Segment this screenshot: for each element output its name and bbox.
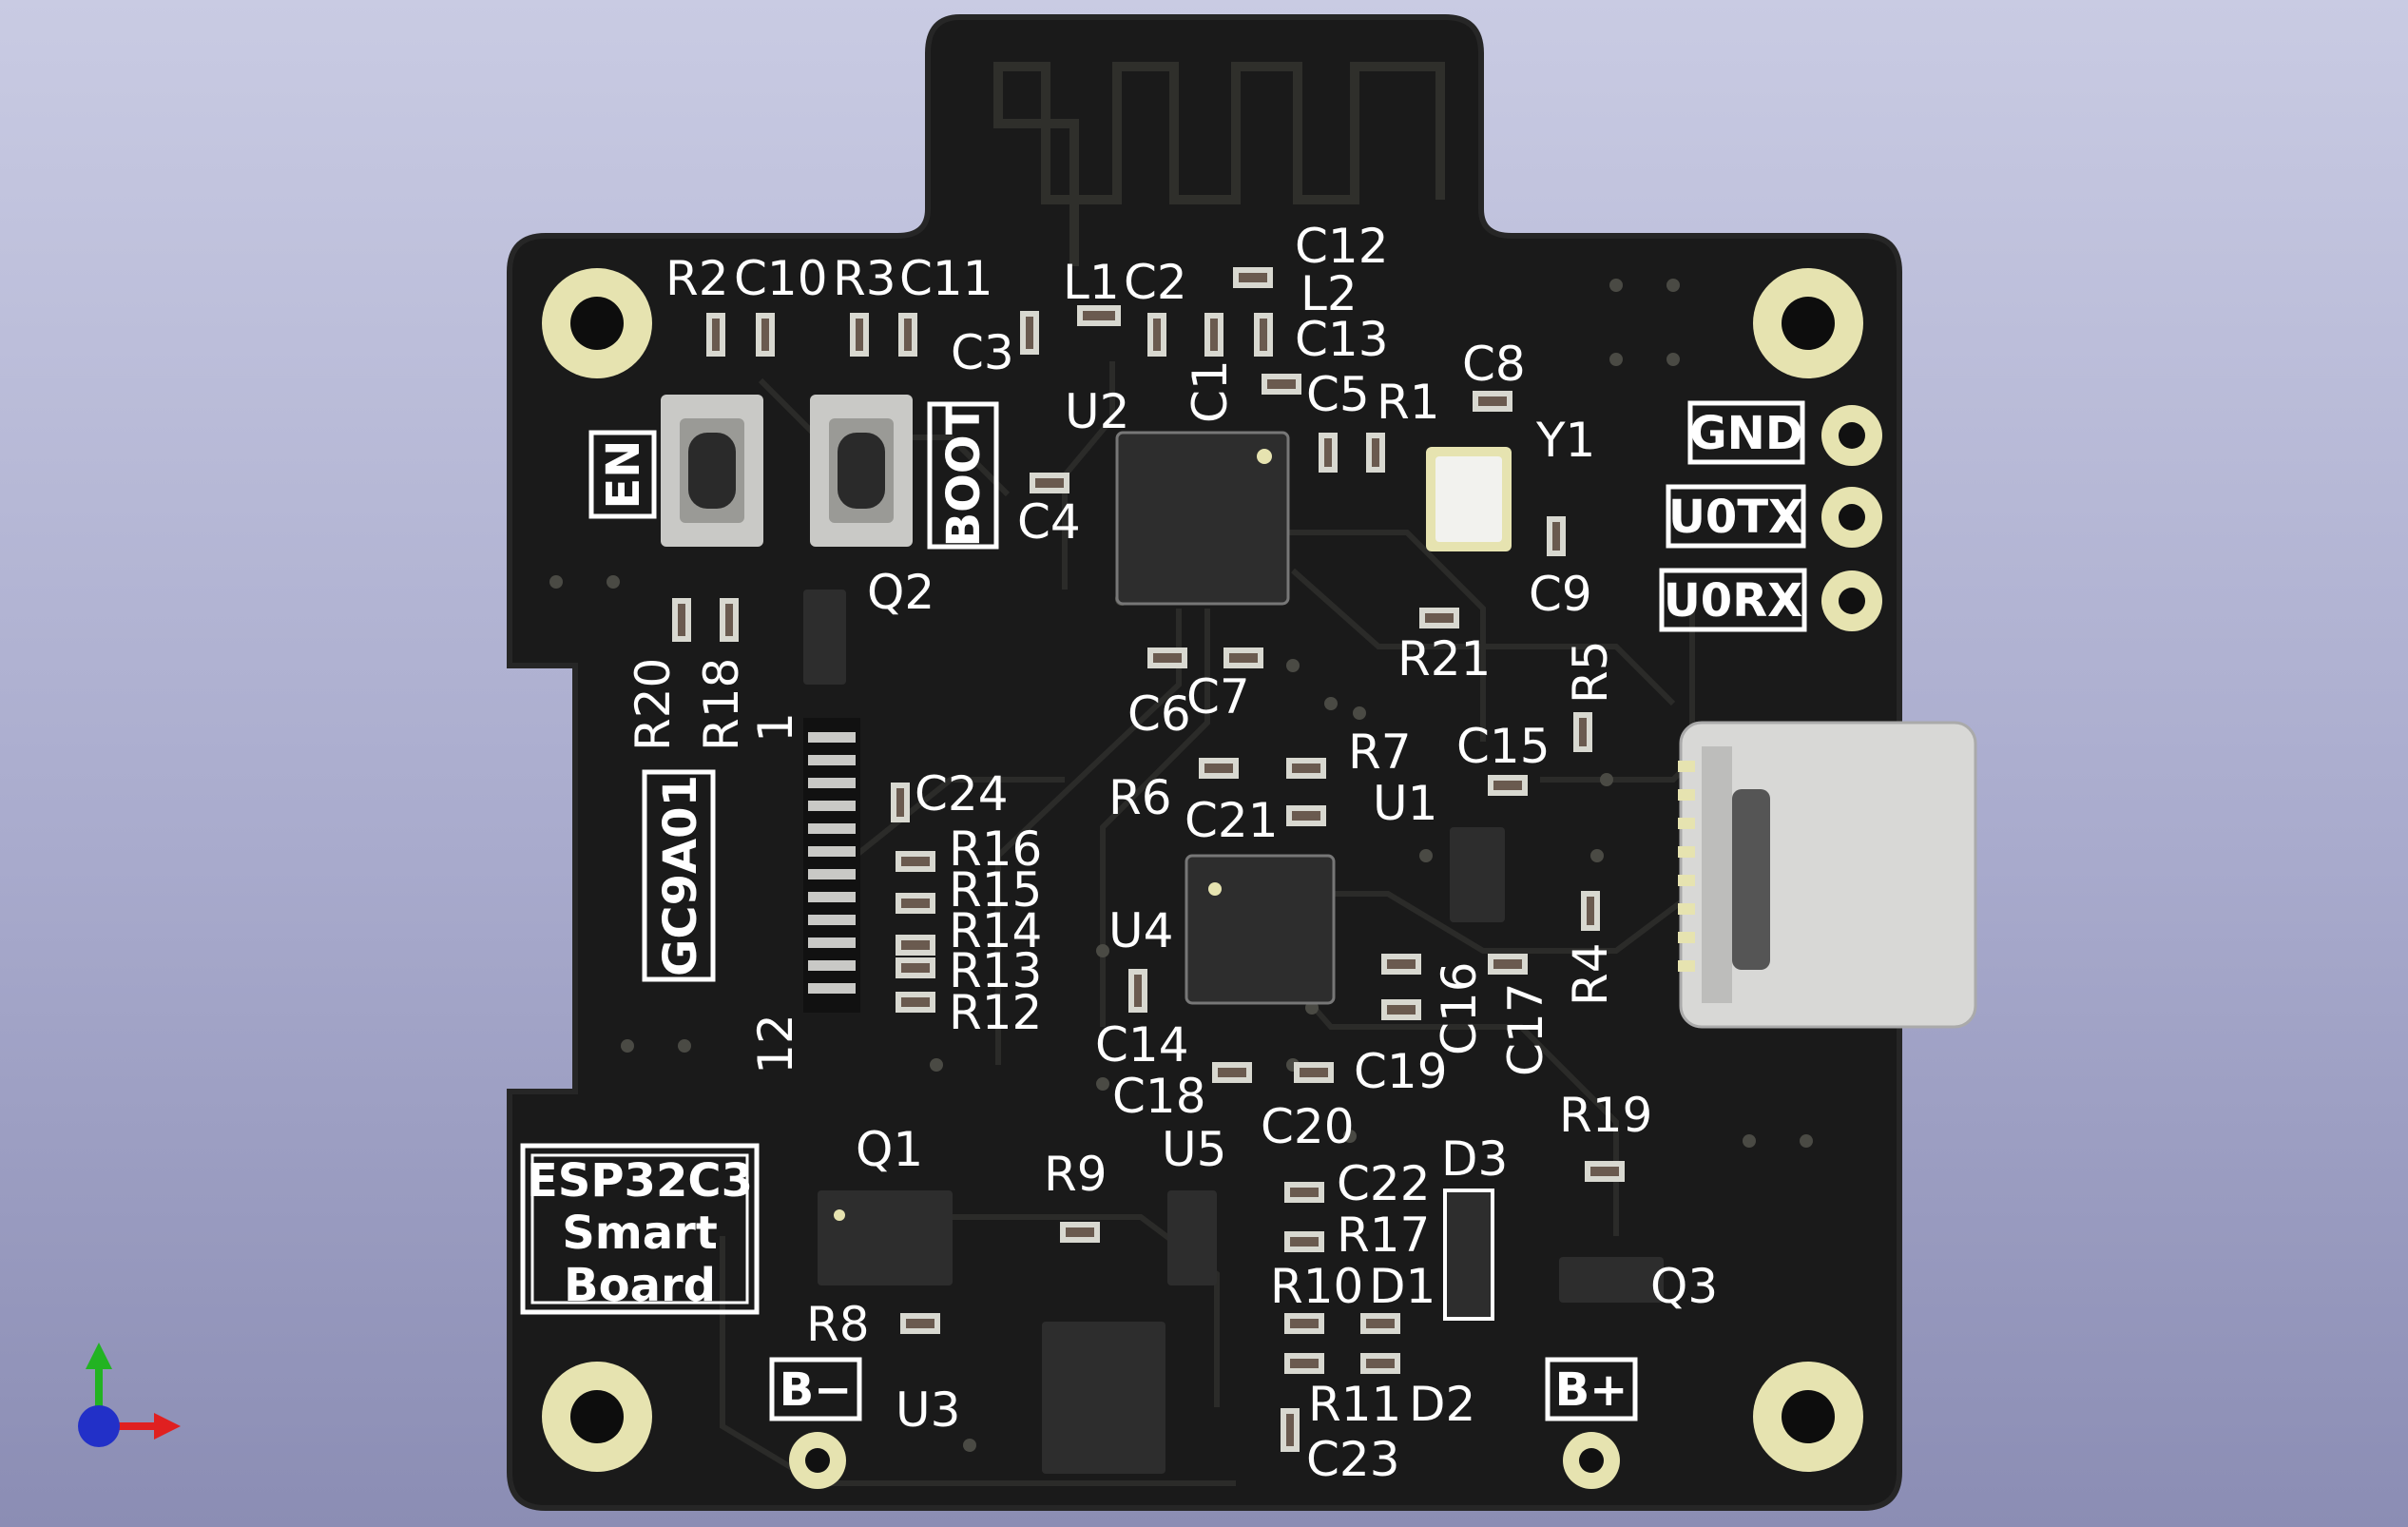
pin-label-gnd: GND — [1689, 407, 1802, 460]
svg-text:C20: C20 — [1261, 1099, 1355, 1154]
battery-neg-label: B− — [780, 1363, 853, 1417]
svg-text:R2: R2 — [665, 251, 729, 306]
svg-text:C9: C9 — [1529, 567, 1592, 622]
svg-text:U5: U5 — [1162, 1122, 1226, 1177]
svg-text:C1: C1 — [1183, 359, 1238, 423]
svg-text:R6: R6 — [1108, 770, 1172, 825]
svg-text:C24: C24 — [915, 766, 1009, 821]
pin-labels: GND U0TX U0RX — [1659, 400, 1807, 632]
svg-text:C19: C19 — [1354, 1044, 1448, 1099]
svg-text:1: 1 — [748, 712, 803, 743]
board-title: ESP32C3 Smart Board — [520, 1143, 760, 1315]
svg-text:R11: R11 — [1308, 1377, 1401, 1432]
svg-text:C3: C3 — [951, 325, 1014, 380]
svg-text:R10: R10 — [1270, 1259, 1363, 1314]
svg-text:Board: Board — [564, 1259, 716, 1312]
svg-text:R17: R17 — [1337, 1208, 1430, 1263]
antenna-trace — [993, 62, 1445, 266]
diode-d3 — [1443, 1189, 1494, 1321]
battery-pos-label: B+ — [1555, 1363, 1628, 1417]
svg-text:C4: C4 — [1017, 494, 1081, 550]
svg-text:C2: C2 — [1124, 255, 1187, 310]
svg-text:D2: D2 — [1409, 1377, 1475, 1432]
pin-label-u0rx: U0RX — [1664, 574, 1802, 628]
usb-c-connector — [1678, 721, 1977, 1029]
svg-text:12: 12 — [748, 1014, 803, 1074]
svg-text:Q2: Q2 — [867, 565, 934, 620]
svg-text:D3: D3 — [1441, 1131, 1508, 1187]
svg-text:R18: R18 — [694, 658, 749, 751]
svg-text:R13: R13 — [949, 943, 1042, 998]
svg-text:Smart: Smart — [562, 1207, 718, 1260]
svg-text:C11: C11 — [899, 251, 993, 306]
svg-text:R4: R4 — [1563, 942, 1618, 1006]
svg-text:R5: R5 — [1563, 640, 1618, 704]
svg-text:R9: R9 — [1044, 1147, 1108, 1202]
svg-text:C15: C15 — [1456, 719, 1551, 774]
mounting-holes — [542, 268, 1863, 1472]
ic-packages — [803, 431, 1664, 1474]
svg-text:R1: R1 — [1377, 375, 1440, 430]
svg-text:R20: R20 — [626, 658, 681, 751]
svg-text:Q1: Q1 — [856, 1122, 923, 1177]
svg-text:C21: C21 — [1185, 793, 1279, 848]
svg-text:C14: C14 — [1095, 1017, 1189, 1073]
svg-text:C16: C16 — [1432, 961, 1487, 1055]
svg-text:R3: R3 — [833, 251, 896, 306]
svg-text:Y1: Y1 — [1535, 413, 1595, 468]
svg-text:C13: C13 — [1295, 312, 1389, 367]
battery-pads: B− B+ — [769, 1357, 1638, 1489]
svg-text:C12: C12 — [1295, 219, 1389, 274]
svg-text:R15: R15 — [949, 862, 1042, 918]
svg-text:U3: U3 — [896, 1382, 960, 1438]
svg-text:C10: C10 — [734, 251, 828, 306]
svg-text:R14: R14 — [949, 903, 1042, 958]
svg-text:R21: R21 — [1397, 631, 1491, 686]
svg-text:R12: R12 — [949, 985, 1042, 1040]
pin-label-u0tx: U0TX — [1668, 491, 1803, 544]
ffc-connector-label: GC9A01 — [654, 775, 707, 976]
svg-text:C22: C22 — [1337, 1156, 1431, 1211]
button-label-en: EN — [597, 440, 650, 510]
vias — [549, 279, 1813, 1452]
svg-text:U2: U2 — [1065, 384, 1129, 439]
svg-text:C18: C18 — [1112, 1069, 1206, 1124]
ffc-connector: GC9A01 1 12 — [642, 712, 860, 1074]
svg-text:C17: C17 — [1498, 982, 1553, 1076]
reference-designators: R2 C10 R3 C11 L1 C2 C12 L2 C13 C3 C1 C5 … — [626, 219, 1718, 1487]
button-label-boot: BOOT — [937, 403, 991, 547]
svg-text:U1: U1 — [1373, 776, 1437, 831]
svg-text:R8: R8 — [806, 1297, 870, 1352]
svg-text:C23: C23 — [1306, 1432, 1400, 1487]
svg-text:C6: C6 — [1127, 686, 1191, 742]
tactile-buttons: EN BOOT — [588, 395, 999, 550]
svg-text:R16: R16 — [949, 821, 1042, 877]
svg-text:R7: R7 — [1348, 725, 1412, 780]
svg-text:C7: C7 — [1186, 669, 1250, 725]
passive-components — [672, 267, 1625, 1452]
svg-text:L2: L2 — [1300, 266, 1358, 321]
svg-text:D1: D1 — [1369, 1259, 1435, 1314]
svg-text:L1: L1 — [1063, 255, 1120, 310]
svg-text:ESP32C3: ESP32C3 — [527, 1154, 753, 1208]
header-pads — [1821, 405, 1882, 631]
svg-text:C8: C8 — [1462, 337, 1526, 392]
svg-text:Q3: Q3 — [1650, 1259, 1718, 1314]
svg-text:U4: U4 — [1108, 903, 1173, 958]
xyz-axis-gizmo-icon[interactable] — [78, 1343, 181, 1447]
svg-text:R19: R19 — [1559, 1088, 1652, 1143]
svg-text:C5: C5 — [1306, 367, 1370, 422]
